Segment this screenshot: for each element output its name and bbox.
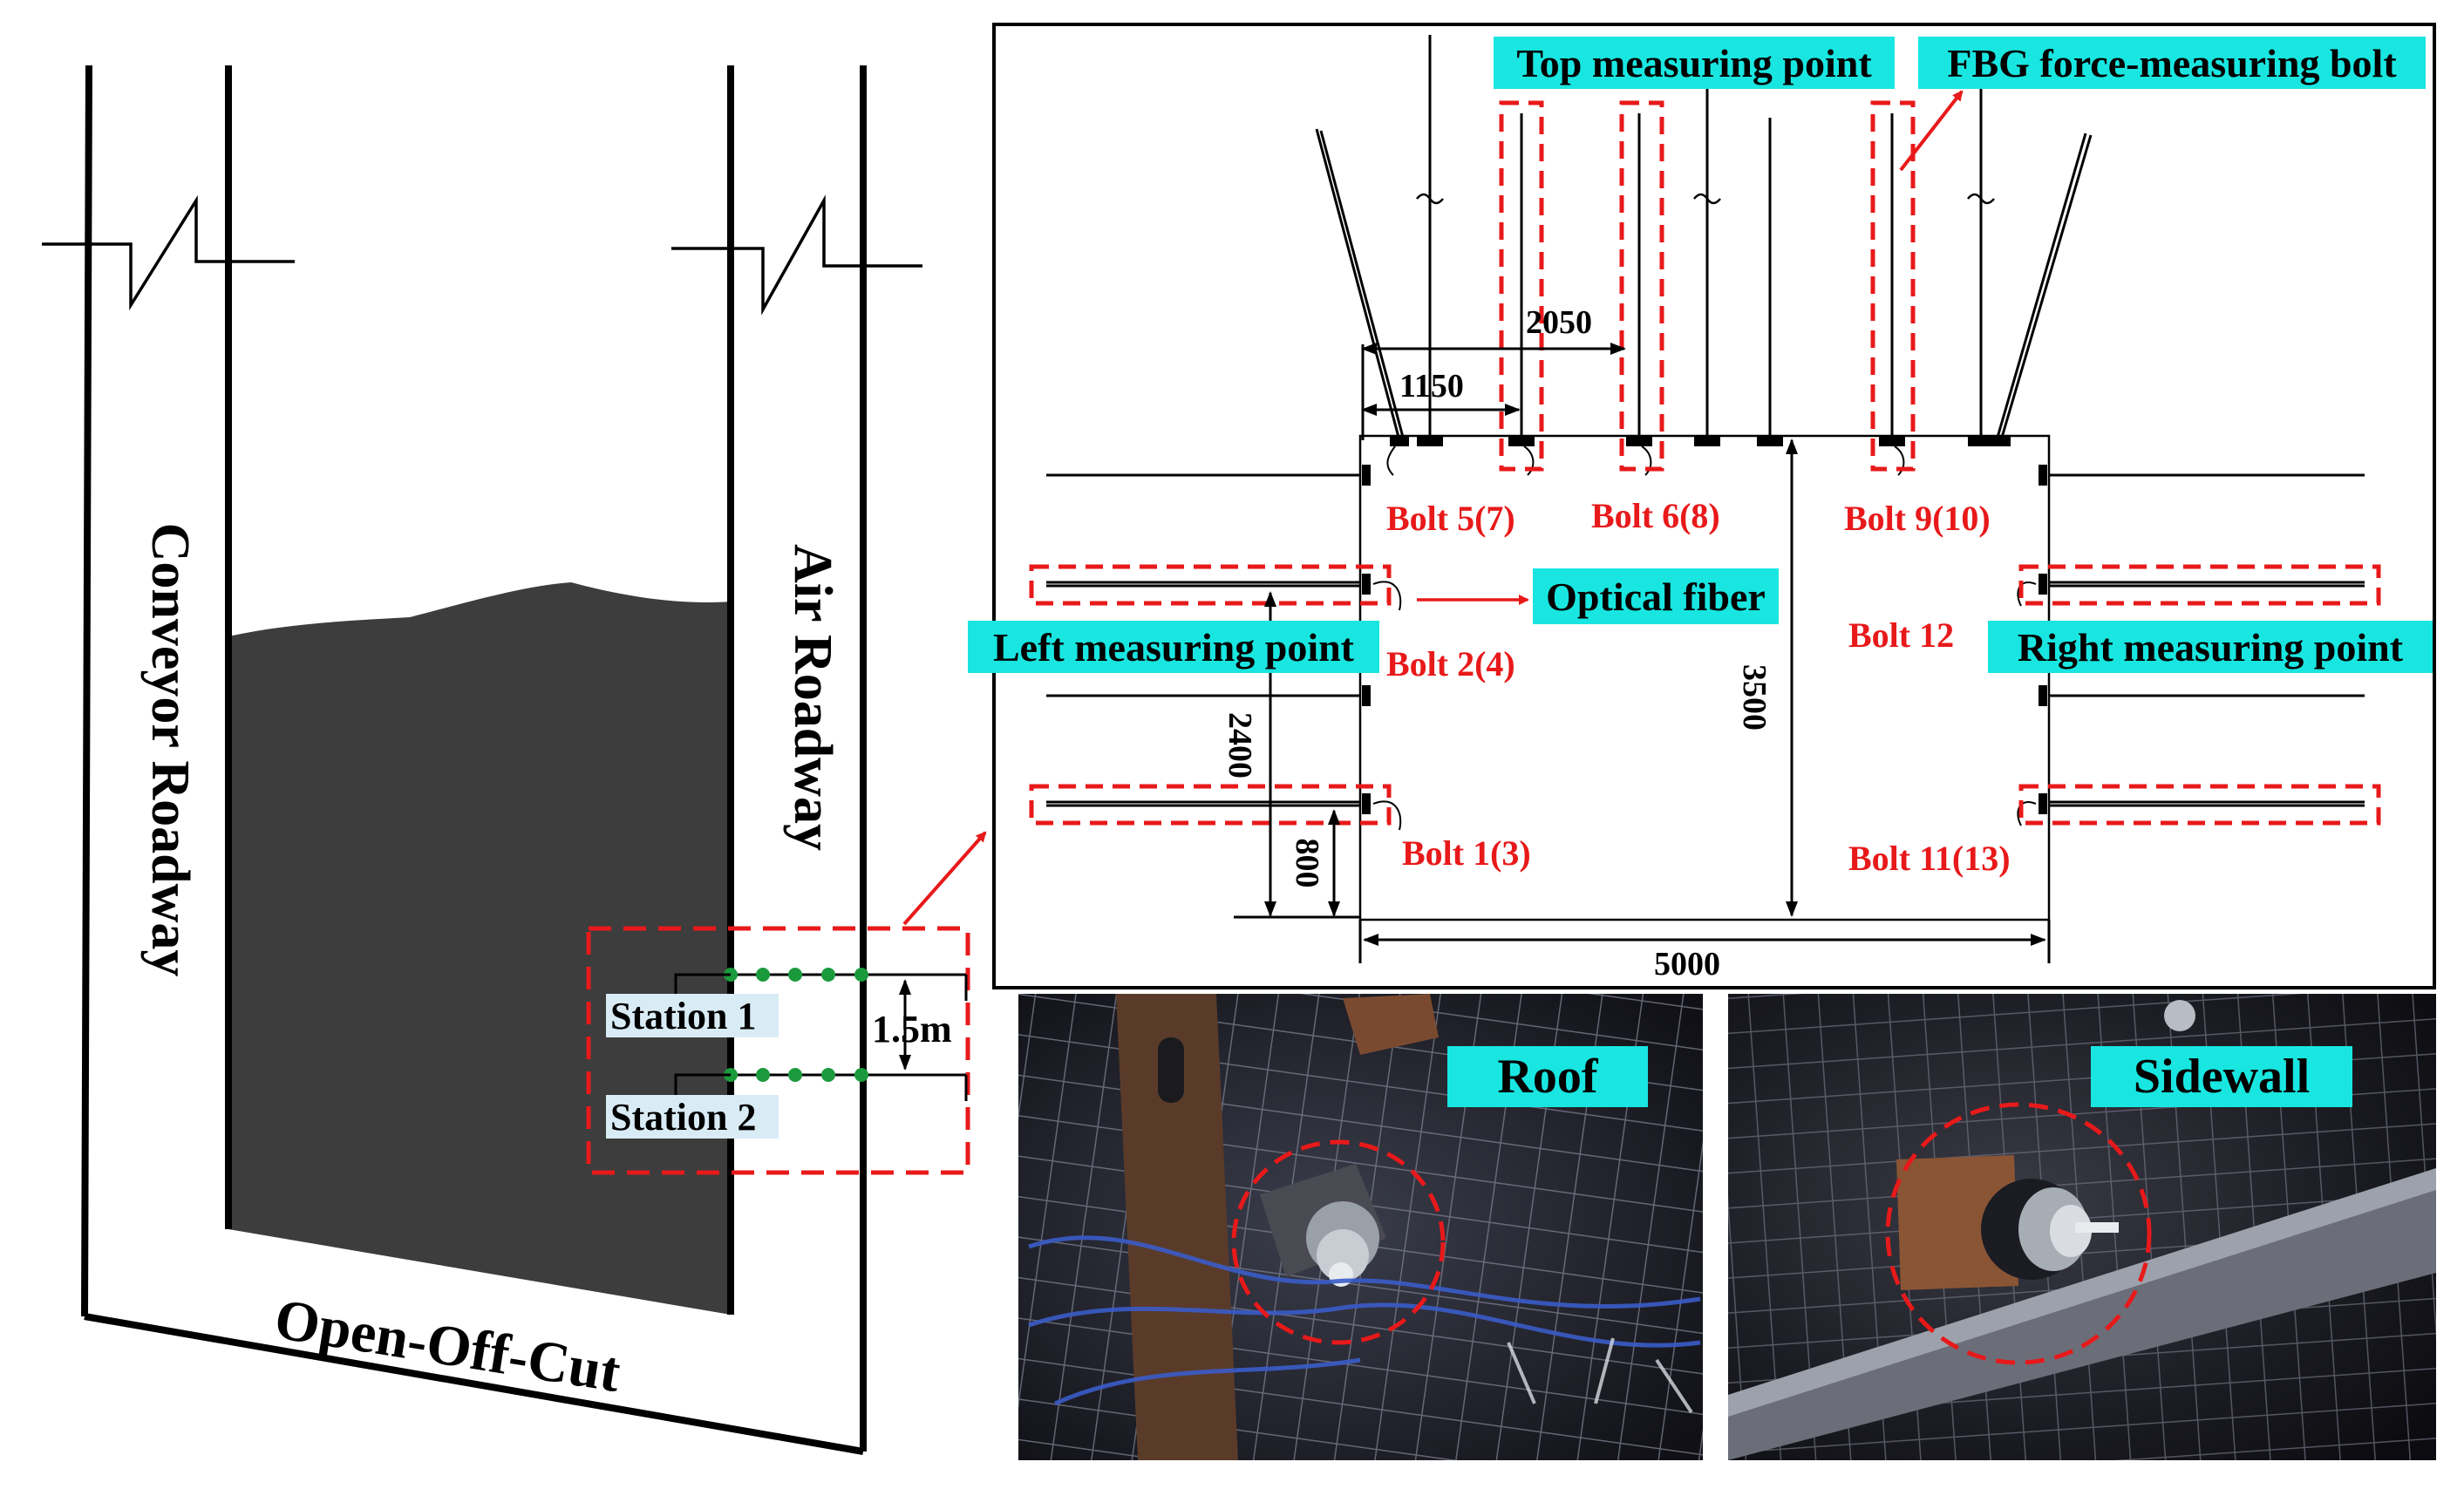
roof-highlight-circle [1231,1139,1446,1345]
bolt-label: Bolt 11(13) [1848,839,2011,878]
dim-5000: 5000 [1654,946,1720,982]
fiber-tails [1386,445,1905,476]
conveyor-outer-wall [81,65,92,1317]
right-point-label: Right measuring point [2018,625,2404,670]
station-zoom-box [586,926,970,1175]
layout-diagram: Conveyor Roadway Air Roadway Open-Off-Cu… [42,65,987,1455]
bolt-label: Bolt 1(3) [1402,833,1531,873]
sidewall-label: Sidewall [2134,1050,2310,1104]
open-off-cut-floor [84,1313,864,1455]
fbg-bolt-label: FBG force-measuring bolt [1947,41,2397,85]
bolt-label: Bolt 9(10) [1844,499,1991,538]
station-2-sensors [724,1068,868,1082]
section-frame [992,23,2436,989]
optical-fiber-label: Optical fiber [1546,575,1766,619]
break-wave-icon [1416,193,1995,205]
sidewall-photo: Sidewall [1728,994,2436,1460]
bolt-label: Bolt 2(4) [1386,644,1515,683]
station-2-label: Station 2 [610,1096,756,1139]
measured-bolt-boxes [1029,100,2381,826]
rib-bolt-plates [1362,465,2047,814]
left-point-label: Left measuring point [993,625,1355,670]
bolt-label: Bolt 12 [1848,615,1954,655]
break-symbol-icon [671,194,922,316]
station-1-leader [674,973,731,998]
conveyor-roadway-label: Conveyor Roadway [140,523,200,977]
spacing-label: 1.5m [872,1008,952,1050]
air-roadway-label: Air Roadway [783,544,842,851]
station-2-leader [674,1073,731,1100]
roof-label-bg [1447,1046,1648,1107]
optical-fiber-label-bg [1533,568,1779,624]
bolt-label: Bolt 6(8) [1591,496,1720,535]
fbg-bolt-label-bg [1918,37,2426,89]
pointer-arrow-icon [902,831,987,926]
pointer-arrow-icon [1899,90,1964,172]
dim-3500: 3500 [1736,664,1773,731]
right-point-label-bg [1988,621,2433,673]
break-symbol-icon [42,194,295,311]
roof-bolt-plates [1390,436,2011,446]
left-point-label-bg [968,621,1379,673]
roadway-section-diagram: 2050 1150 3500 2400 800 5000 Top measuri… [968,23,2436,989]
roof-bolts [1315,35,2093,441]
top-point-label: Top measuring point [1516,41,1872,85]
rib-bolts [1046,473,2365,807]
dim-2050: 2050 [1526,304,1592,341]
dim-800: 800 [1289,839,1325,888]
station-1-label: Station 1 [610,995,756,1037]
dim-1150: 1150 [1399,368,1464,405]
open-off-cut-label: Open-Off-Cut [270,1287,624,1404]
coal-pillar [228,582,731,1315]
dim-2400: 2400 [1222,712,1258,778]
top-point-label-bg [1494,37,1895,89]
roof-photo: Roof [1018,994,1703,1460]
sidewall-highlight-circle [1885,1102,2152,1365]
bolt-label: Bolt 5(7) [1386,499,1515,538]
station-1-label-bg [606,994,779,1037]
station-2-label-bg [606,1095,779,1139]
roof-label: Roof [1497,1050,1598,1104]
sidewall-label-bg [2091,1046,2352,1107]
station-1-sensors [724,968,868,982]
